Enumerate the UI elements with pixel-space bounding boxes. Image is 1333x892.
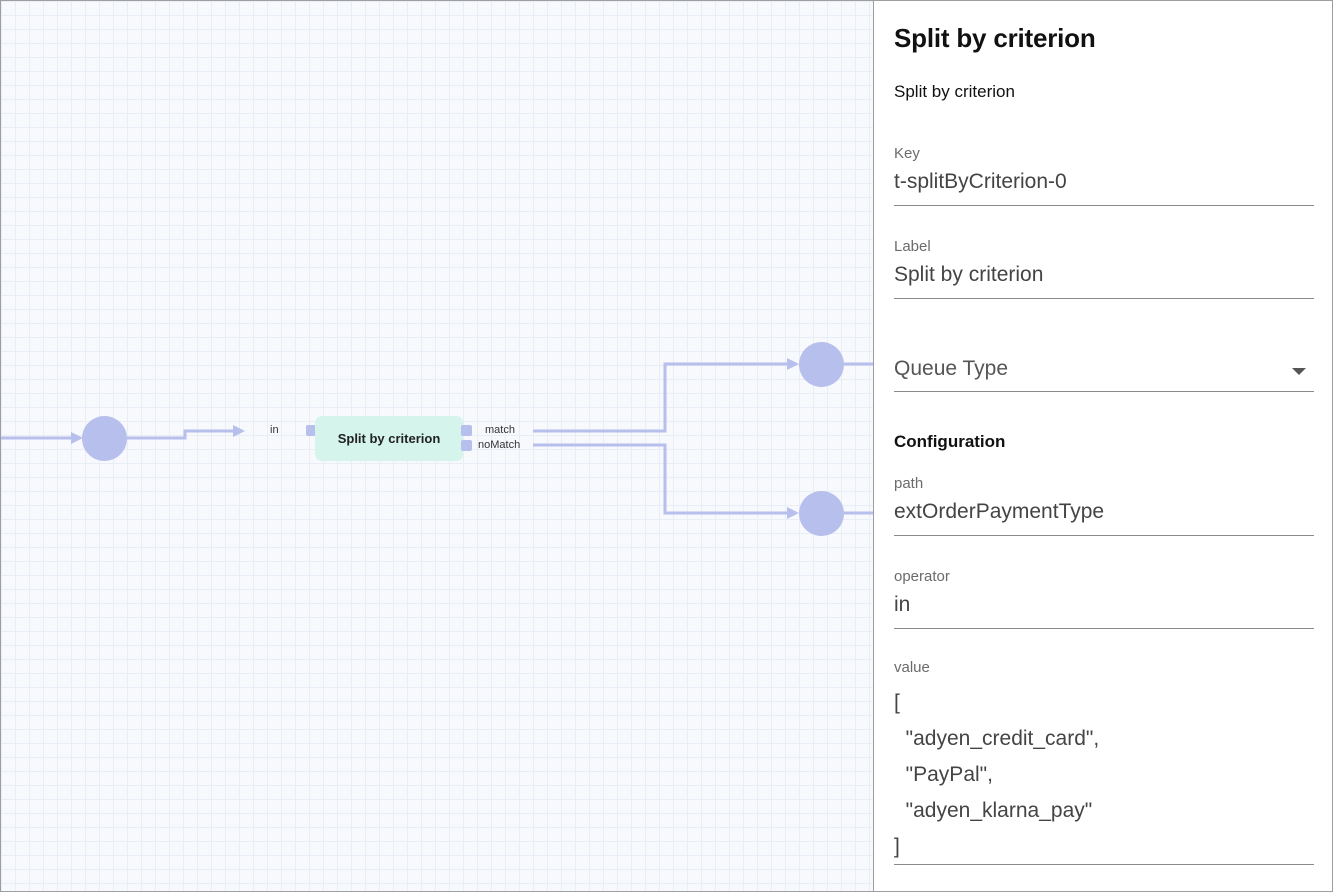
arrow-head	[787, 358, 799, 370]
port-in-label: in	[270, 424, 279, 436]
value-textarea[interactable]: value [ "adyen_credit_card", "PayPal", "…	[894, 659, 1314, 865]
value-line: "adyen_klarna_pay"	[894, 799, 1093, 822]
queue-type-placeholder: Queue Type	[894, 357, 1009, 380]
queue-type-select[interactable]: Queue Type	[894, 353, 1314, 392]
edge-match	[533, 362, 791, 433]
label-field-value[interactable]: Split by criterion	[894, 263, 1044, 286]
port-in[interactable]	[306, 425, 317, 436]
label-field-label: Label	[894, 238, 931, 255]
port-match-label: match	[485, 424, 515, 436]
task-node-split-by-criterion[interactable]: Split by criterion	[315, 416, 463, 461]
edge-circle-to-task	[127, 429, 236, 440]
port-nomatch[interactable]	[461, 440, 472, 451]
path-field-value[interactable]: extOrderPaymentType	[894, 500, 1105, 523]
properties-panel: Split by criterion Split by criterion Ke…	[873, 1, 1332, 891]
key-field[interactable]: Key t-splitByCriterion-0	[894, 145, 1314, 206]
edges-layer	[1, 358, 873, 519]
arrow-head	[71, 432, 83, 444]
value-line: "PayPal",	[894, 763, 993, 786]
arrow-head	[787, 507, 799, 519]
path-field-label: path	[894, 475, 924, 492]
key-field-value[interactable]: t-splitByCriterion-0	[894, 170, 1067, 193]
task-node-label: Split by criterion	[337, 431, 441, 446]
operator-field-value[interactable]: in	[894, 593, 911, 616]
operator-field[interactable]: operator in	[894, 568, 1314, 629]
panel-title: Split by criterion	[894, 23, 1096, 53]
nomatch-node-circle[interactable]	[799, 491, 844, 536]
operator-field-label: operator	[894, 568, 950, 585]
port-nomatch-label: noMatch	[478, 439, 521, 451]
start-node-circle[interactable]	[82, 416, 127, 461]
label-field[interactable]: Label Split by criterion	[894, 238, 1314, 299]
configuration-section-title: Configuration	[894, 432, 1006, 451]
chevron-down-icon[interactable]	[1292, 368, 1306, 375]
match-node-circle[interactable]	[799, 342, 844, 387]
arrow-head	[233, 425, 245, 437]
path-field[interactable]: path extOrderPaymentType	[894, 475, 1314, 536]
edge-nomatch	[533, 443, 791, 515]
key-field-label: Key	[894, 145, 920, 162]
value-line: [	[894, 691, 900, 714]
value-line: "adyen_credit_card",	[894, 727, 1100, 750]
panel-subtitle: Split by criterion	[894, 82, 1015, 101]
value-field-content[interactable]: [ "adyen_credit_card", "PayPal", "adyen_…	[894, 685, 1314, 865]
value-line: ]	[894, 835, 900, 858]
workflow-canvas[interactable]: in Split by criterion match noMatch	[1, 1, 873, 891]
value-field-label: value	[894, 659, 930, 676]
port-match[interactable]	[461, 425, 472, 436]
